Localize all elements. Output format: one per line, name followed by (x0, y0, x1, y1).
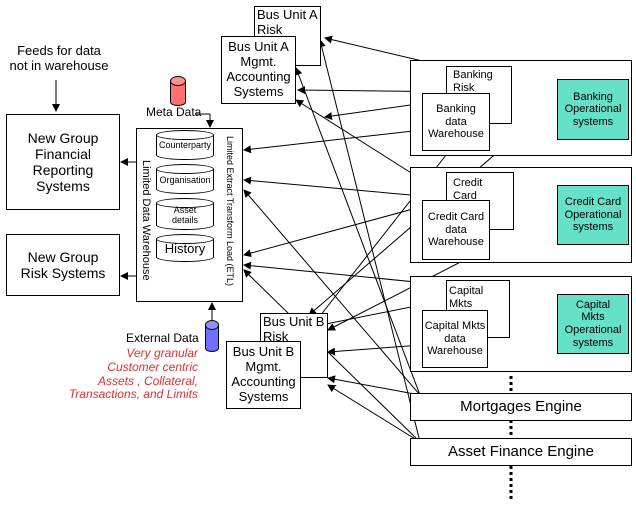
history-label: History (164, 241, 206, 256)
bus-unit-a-mgmt-box: Bus Unit A Mgmt. Accounting Systems (221, 36, 296, 104)
new-group-risk-box: New Group Risk Systems (6, 234, 120, 296)
meta-data-cylinder-icon (170, 76, 186, 106)
asset-details-label: Asset details (171, 205, 198, 226)
credit-dw-box: Credit Card data Warehouse (422, 200, 490, 260)
banking-ops-box: Banking Operational systems (557, 79, 629, 140)
bus-unit-b-mgmt-box: Bus Unit B Mgmt. Accounting Systems (226, 341, 301, 409)
capital-ops-box: Capital Mkts Operational systems (557, 294, 629, 354)
organisation-label: Organisation (159, 175, 211, 185)
external-data-label: External Data (126, 331, 199, 345)
counterparty-cylinder: Counterparty (156, 130, 214, 160)
external-data-description: Very granular Customer centric Assets , … (68, 346, 198, 402)
etl-label: Limited Extract Transform Load (ETL) (225, 135, 235, 287)
ldw-label: Limited Data Warehouse (140, 160, 152, 281)
asset-details-cylinder: Asset details (156, 198, 214, 230)
asset-finance-engine-box: Asset Finance Engine (410, 438, 632, 466)
meta-data-label: Meta Data (146, 105, 202, 119)
mortgages-engine-box: Mortgages Engine (410, 393, 632, 421)
new-group-financial-box: New Group Financial Reporting Systems (6, 114, 120, 210)
feeds-label: Feeds for data not in warehouse (9, 43, 109, 73)
counterparty-label: Counterparty (158, 140, 212, 150)
history-cylinder: History (156, 234, 214, 262)
banking-dw-box: Banking data Warehouse (422, 93, 490, 151)
external-data-cylinder-icon (205, 320, 219, 352)
capital-dw-box: Capital Mkts data Warehouse (422, 310, 488, 368)
organisation-cylinder: Organisation (156, 164, 214, 194)
credit-ops-box: Credit Card Operational systems (557, 185, 629, 245)
